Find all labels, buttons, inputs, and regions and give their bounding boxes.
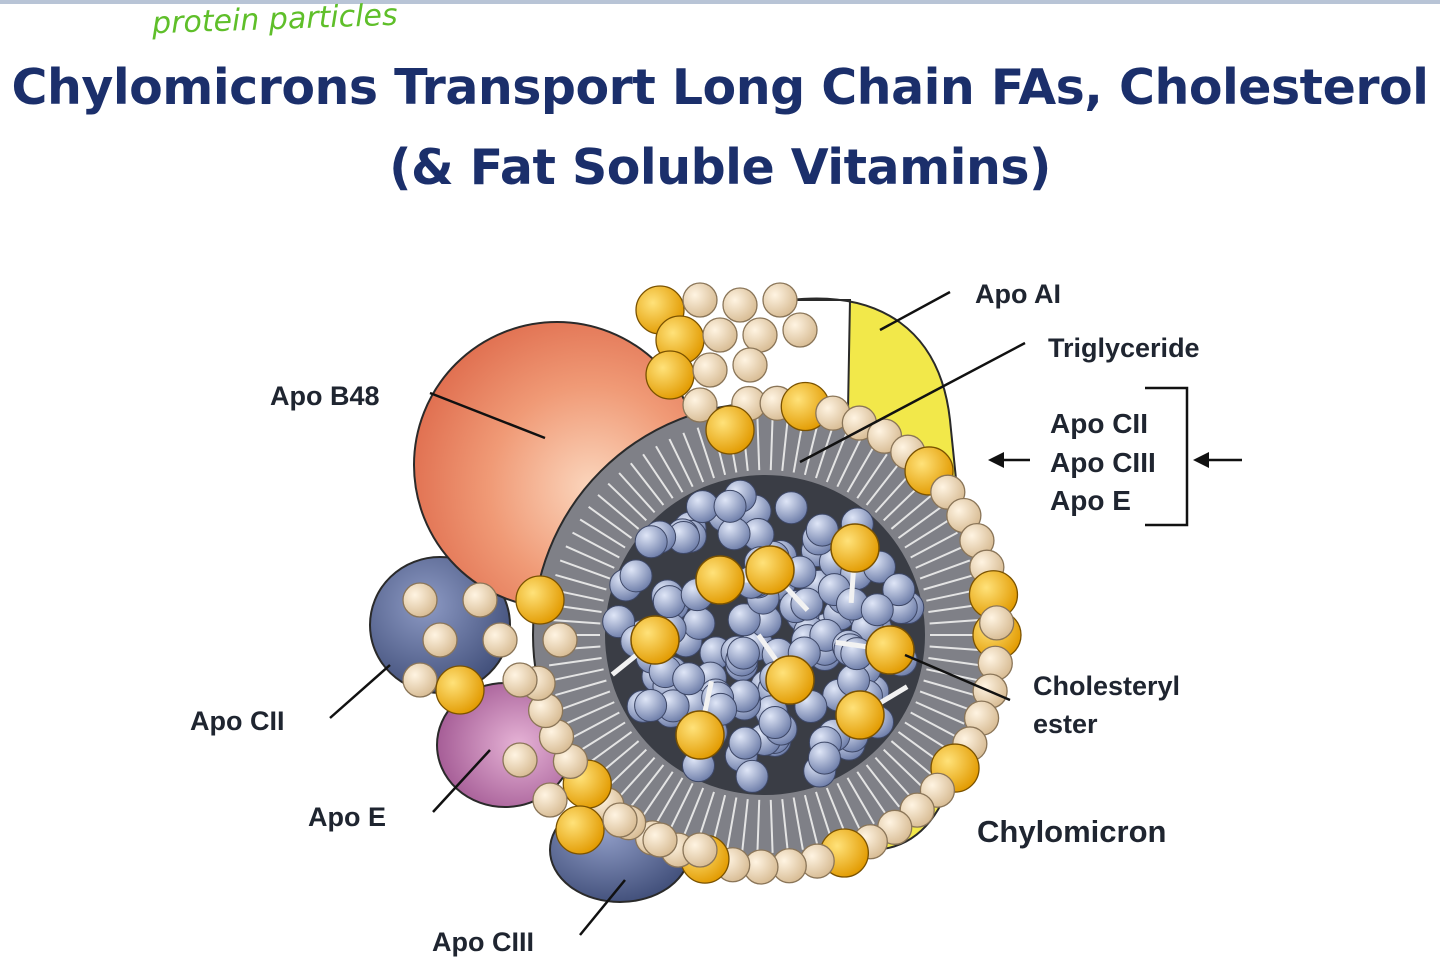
label-apo-cii-right: Apo CII [1050, 408, 1148, 439]
leader-cholesteryl-ester [904, 653, 1011, 702]
label-apo-e-left: Apo E [308, 802, 386, 832]
label-apo-ciii-right: Apo CIII [1050, 447, 1156, 478]
arrow-right [1193, 452, 1242, 468]
leader-apo-b48 [429, 391, 546, 440]
label-chylomicron: Chylomicron [977, 814, 1166, 849]
top-rule [0, 0, 1440, 4]
phospholipid-heads [402, 282, 1022, 885]
leader-apo-ai [879, 290, 951, 332]
label-cholesteryl: Cholesteryl [1033, 671, 1180, 701]
label-apo-e-right: Apo E [1050, 485, 1131, 516]
arrow-left [988, 452, 1030, 468]
leader-apo-e-left [432, 749, 491, 813]
label-apo-cii-left: Apo CII [190, 706, 285, 736]
slide-title-line-2: (& Fat Soluble Vitamins) [389, 139, 1051, 196]
leader-lines [329, 290, 1189, 936]
slide-title-line-1: Chylomicrons Transport Long Chain FAs, C… [11, 59, 1429, 116]
core-lipids [602, 479, 925, 793]
label-apo-b48: Apo B48 [270, 381, 380, 411]
leader-apo-cii-left [329, 664, 391, 719]
leader-apo-ciii-bottom [579, 879, 626, 936]
label-triglyceride: Triglyceride [1048, 333, 1200, 363]
label-apo-ai: Apo AI [975, 279, 1061, 309]
label-apo-ciii-bottom: Apo CIII [432, 927, 534, 957]
bracket-right [1145, 386, 1189, 527]
leader-triglyceride [799, 341, 1026, 464]
label-ester: ester [1033, 709, 1098, 739]
